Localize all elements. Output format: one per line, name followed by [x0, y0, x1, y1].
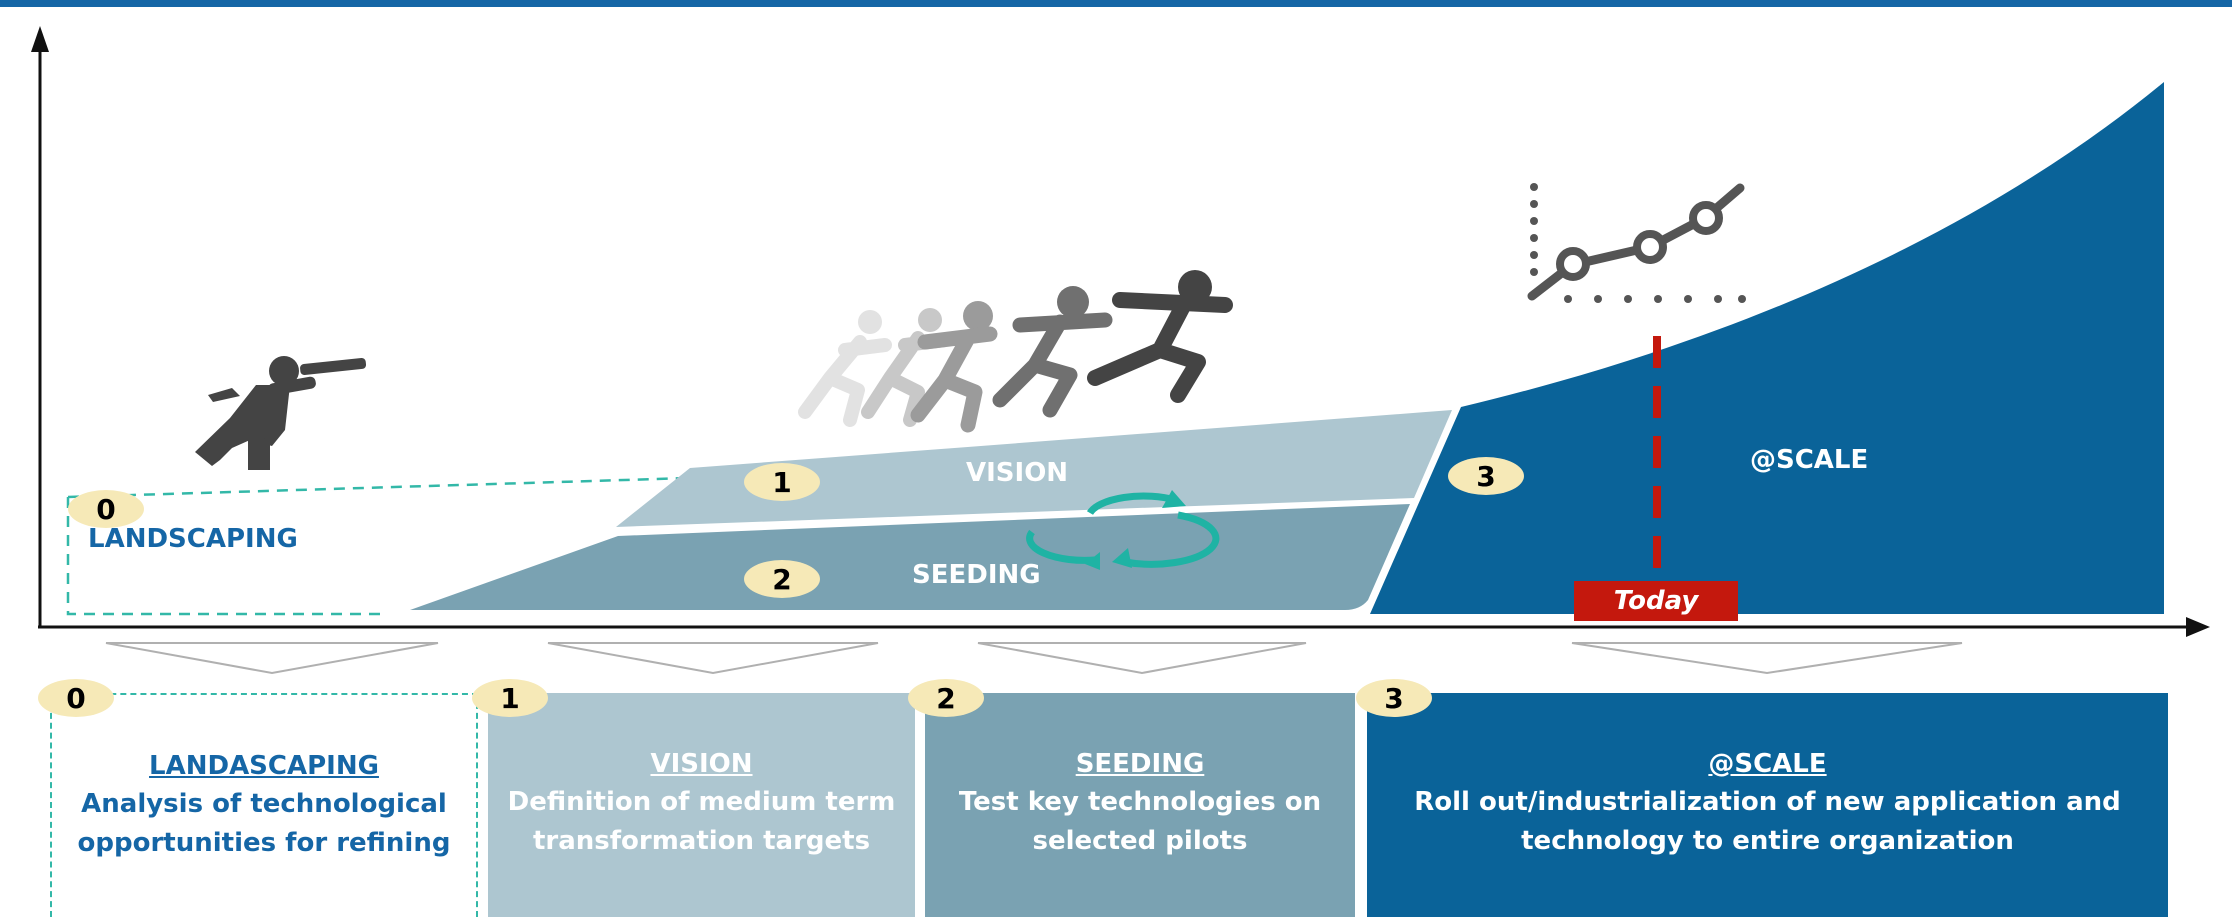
card-desc-line: Definition of medium term: [507, 787, 896, 817]
phase-badge-3: 3: [1448, 457, 1524, 495]
phase-chevrons: [105, 642, 1963, 675]
card-desc-line: selected pilots: [1032, 826, 1248, 856]
vision-band: [616, 410, 1452, 527]
card-desc-line: opportunities for refining: [77, 828, 451, 858]
card-landscaping: LANDASCAPING Analysis of technological o…: [50, 693, 478, 917]
phase-badge-1: 1: [744, 463, 820, 501]
seeding-band: [410, 504, 1410, 610]
axes: [31, 26, 2210, 637]
card-badge-3: 3: [1356, 679, 1432, 717]
telescope-person-icon: [195, 356, 367, 470]
x-axis-arrowhead: [2186, 617, 2210, 637]
card-title: @SCALE: [1708, 749, 1827, 779]
card-badge-0: 0: [38, 679, 114, 717]
card-desc-line: Roll out/industrialization of new applic…: [1414, 787, 2121, 817]
landscaping-label: LANDSCAPING: [88, 524, 298, 554]
today-label: Today: [1574, 581, 1738, 621]
growth-chart-icon: [1527, 183, 1746, 303]
card-title: VISION: [650, 749, 753, 779]
card-desc-line: Test key technologies on: [958, 787, 1322, 817]
vision-label: VISION: [966, 458, 1069, 488]
card-scale: @SCALE Roll out/industrialization of new…: [1367, 693, 2168, 917]
running-people-icon: [798, 270, 1233, 433]
card-vision: VISION Definition of medium term transfo…: [488, 693, 915, 917]
landscaping-zone: [66, 476, 691, 616]
card-title: SEEDING: [1075, 749, 1205, 779]
card-desc-line: Analysis of technological: [81, 789, 447, 819]
card-desc-line: transformation targets: [532, 826, 871, 856]
scale-area: [1370, 82, 2164, 614]
top-rule: [0, 0, 2232, 7]
seeding-label: SEEDING: [912, 560, 1041, 590]
y-axis-arrowhead: [31, 26, 49, 52]
phase-badge-2: 2: [744, 560, 820, 598]
phase-badge-0: 0: [68, 490, 144, 528]
scale-label: @SCALE: [1750, 445, 1869, 475]
card-seeding: SEEDING Test key technologies on selecte…: [925, 693, 1355, 917]
card-title: LANDASCAPING: [149, 751, 379, 781]
cycle-arrows-icon: [1026, 492, 1220, 568]
card-badge-1: 1: [472, 679, 548, 717]
card-badge-2: 2: [908, 679, 984, 717]
card-desc-line: technology to entire organization: [1521, 826, 2014, 856]
